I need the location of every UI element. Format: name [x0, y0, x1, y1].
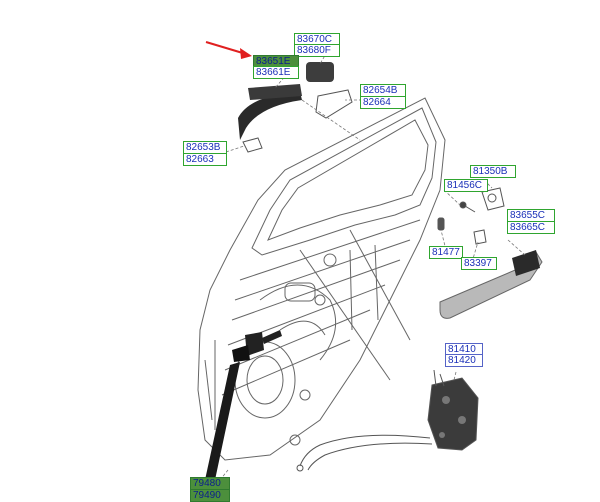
door-frame	[197, 97, 446, 461]
part-label-79490[interactable]: 79490	[190, 489, 230, 502]
part-label-81350B[interactable]: 81350B	[470, 165, 516, 178]
part-label-83680F[interactable]: 83680F	[294, 44, 340, 57]
gasket-illustrations	[242, 89, 353, 153]
latch-illustration	[427, 369, 479, 451]
cable-illustrations	[296, 434, 433, 472]
part-label-83665C[interactable]: 83665C	[507, 221, 555, 234]
part-label-83661E[interactable]: 83661E	[253, 66, 299, 79]
weatherstrip-illustration	[205, 362, 240, 480]
part-label-83397[interactable]: 83397	[461, 257, 497, 270]
part-label-82664[interactable]: 82664	[360, 96, 406, 109]
part-label-82663[interactable]: 82663	[183, 153, 227, 166]
red-arrow-icon	[205, 41, 252, 59]
part-label-81456C[interactable]: 81456C	[444, 179, 488, 192]
inside-handle-illustration	[439, 250, 543, 319]
latch-cover-illustration	[437, 187, 505, 245]
outside-handle-illustration	[238, 62, 334, 140]
part-label-81477[interactable]: 81477	[429, 246, 463, 259]
part-label-81420[interactable]: 81420	[445, 354, 483, 367]
door-check-illustration	[232, 330, 282, 362]
